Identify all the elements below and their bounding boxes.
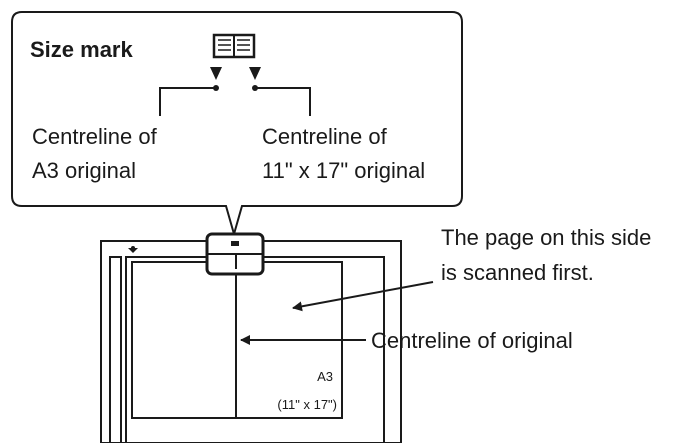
paper-size-label: A3 [317, 369, 333, 384]
size-mark-indicator [205, 232, 265, 276]
glass-corner-dot [131, 246, 135, 250]
ledger-centreline-leader [255, 87, 311, 116]
scan-first-arrow [292, 281, 434, 312]
open-book-icon [212, 33, 256, 59]
a3-centreline-label-line2: A3 original [32, 158, 136, 183]
ledger-centre-dot [252, 85, 258, 91]
a3-centre-marker-icon [210, 67, 222, 80]
scan-first-note-line1: The page on this side [441, 225, 651, 250]
ledger-centreline-label-line1: Centreline of [262, 124, 388, 149]
centreline-of-original-label: Centreline of original [371, 328, 573, 353]
a3-centre-dot [213, 85, 219, 91]
glass-corner-marker-icon [128, 248, 138, 253]
size-mark-title: Size mark [30, 37, 133, 62]
paper-size-alt-label: (11" x 17") [277, 397, 337, 412]
ledger-centreline-label-line2: 11" x 17" original [262, 158, 425, 183]
callout-bubble [11, 11, 463, 238]
ledger-centre-marker-icon [249, 67, 261, 80]
a3-centreline-label-line1: Centreline of [32, 124, 158, 149]
scan-first-note-line2: is scanned first. [441, 260, 594, 285]
a3-centreline-leader [159, 87, 216, 116]
